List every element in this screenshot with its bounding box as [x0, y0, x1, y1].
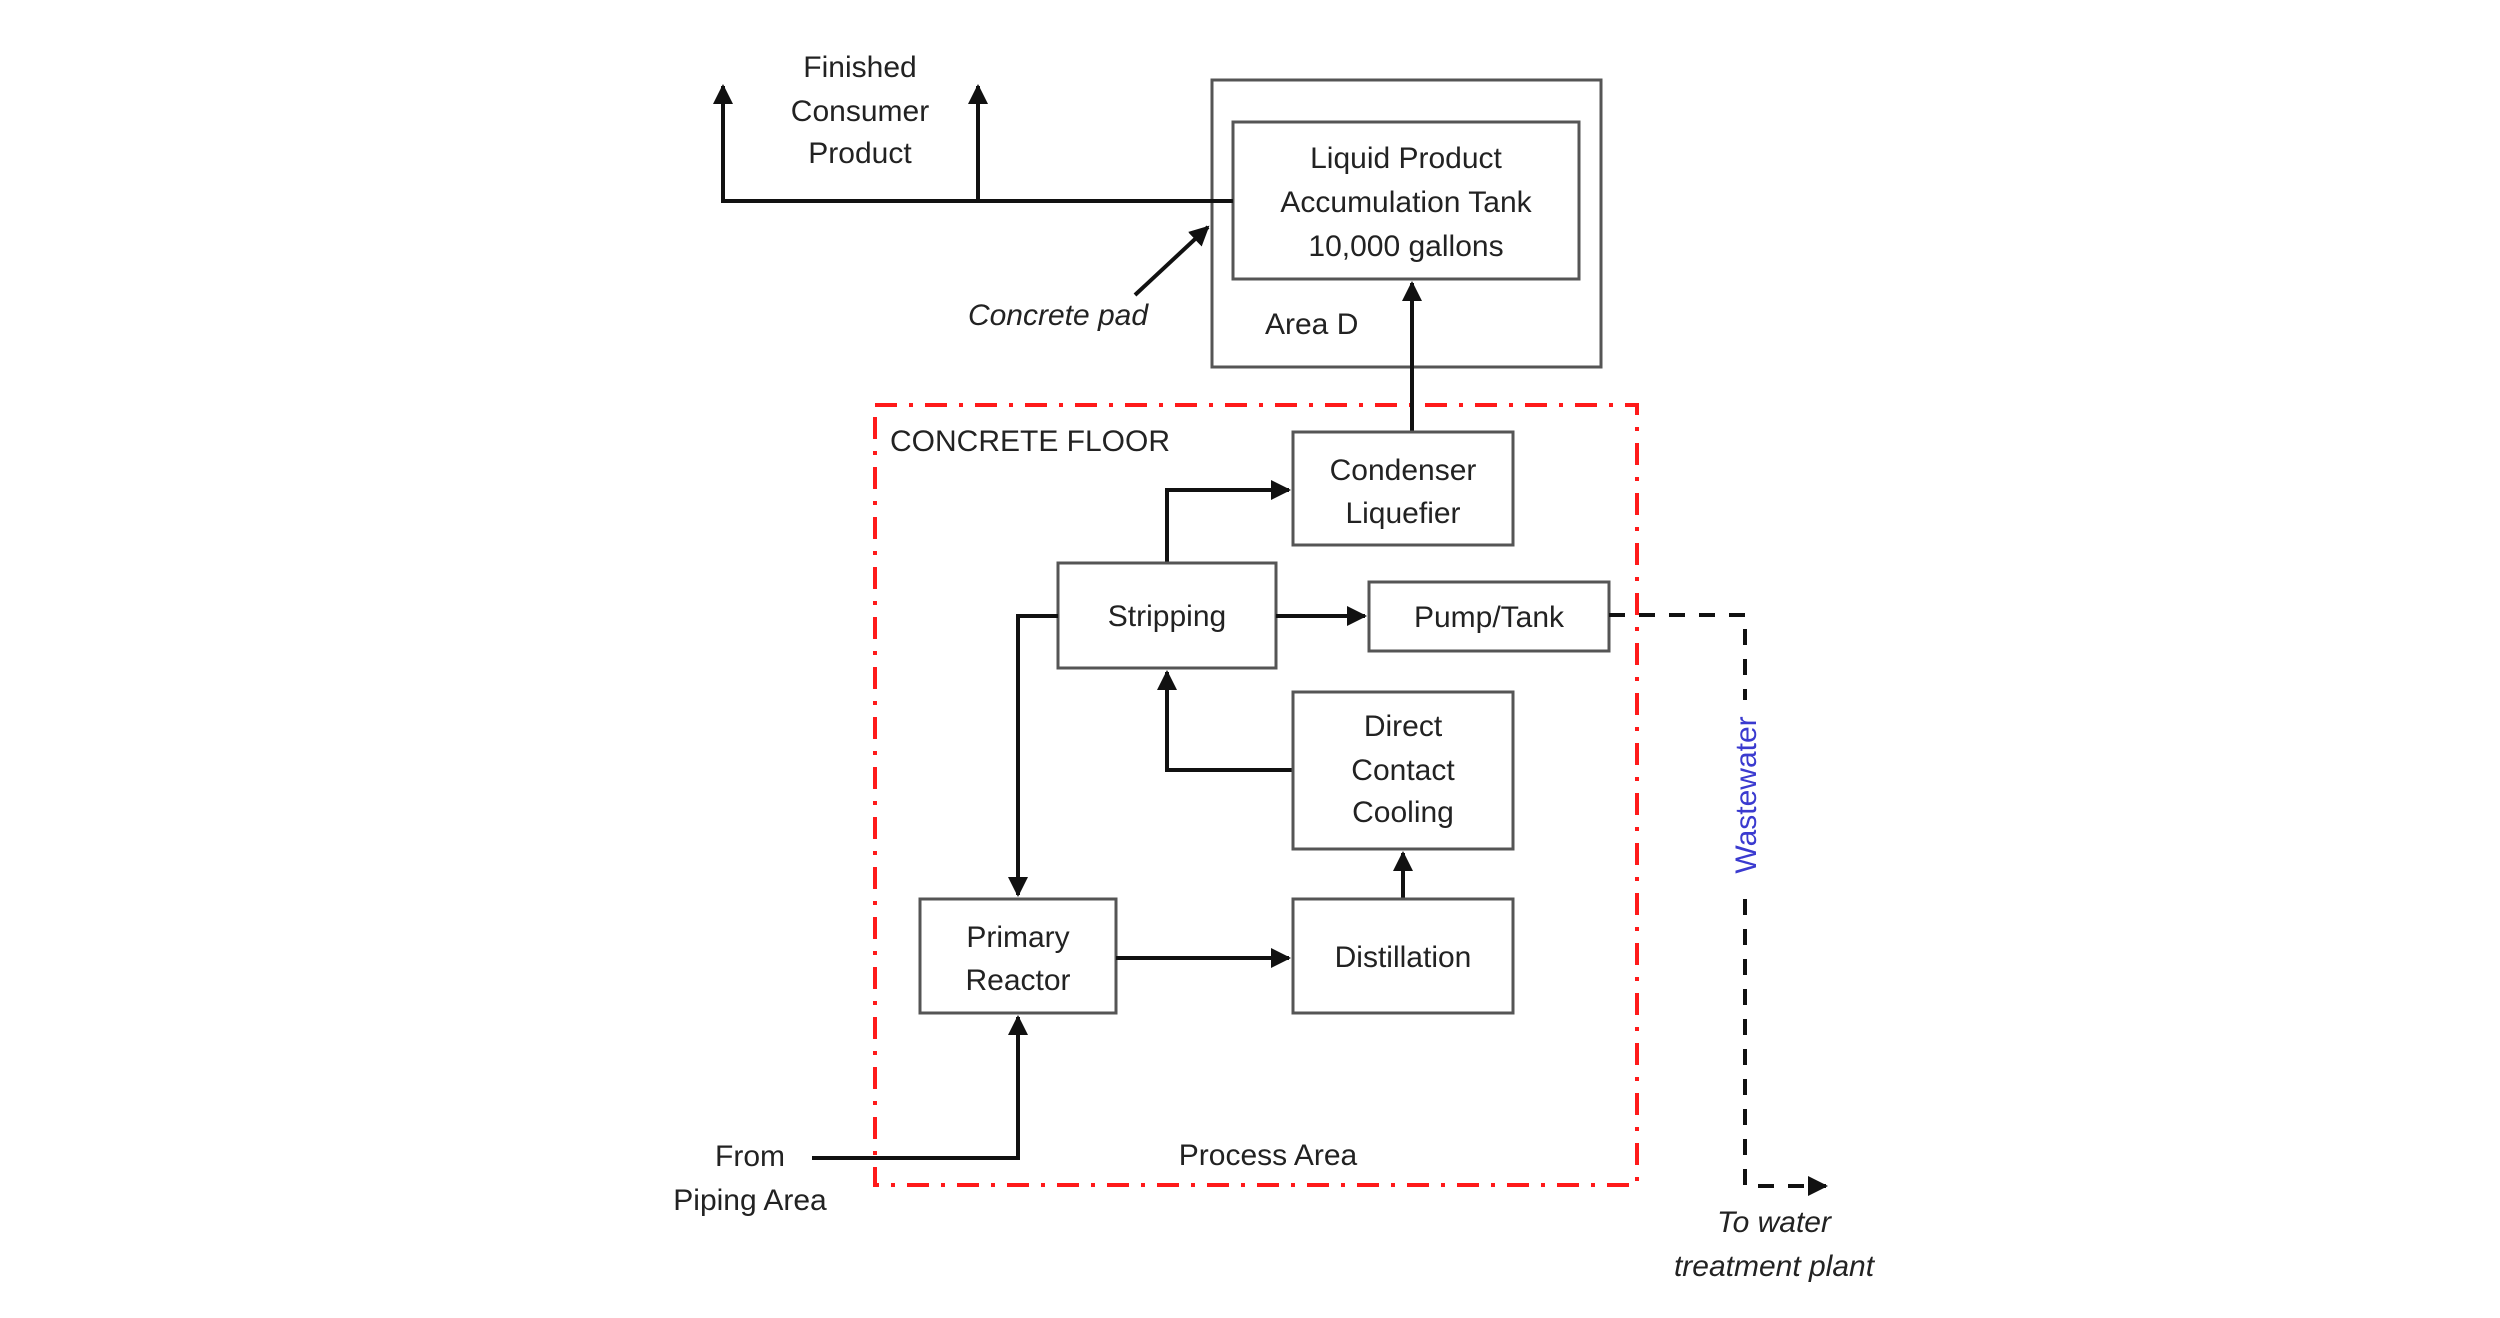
- direct-contact-cooling: Direct Contact Cooling: [1291, 690, 1515, 851]
- reactor-label-line-2: Reactor: [965, 964, 1070, 997]
- cooling-to-stripping-arrow: [1157, 670, 1293, 772]
- condenser-box: [1291, 430, 1515, 547]
- tank-label-line-2: Accumulation Tank: [1280, 186, 1532, 219]
- condenser-liquefier: Condenser Liquefier: [1291, 430, 1515, 547]
- condenser-label-line-2: Liquefier: [1345, 497, 1460, 530]
- process-area-boundary: [873, 403, 1639, 1187]
- cooling-label-line-3: Cooling: [1352, 796, 1454, 829]
- wastewater-label-background: [1725, 700, 1765, 890]
- concrete-pad-label: Concrete pad: [968, 299, 1149, 332]
- distillation-box: [1291, 897, 1515, 1015]
- stripping-to-condenser-arrow: [1165, 480, 1291, 563]
- accumulation-tank: Liquid Product Accumulation Tank 10,000 …: [1231, 120, 1581, 281]
- distillation-label: Distillation: [1335, 941, 1472, 974]
- stripping-to-reactor-arrow: [1008, 614, 1058, 897]
- water-treatment-label-1: To water: [1717, 1206, 1832, 1239]
- water-treatment-label-2: treatment plant: [1674, 1250, 1876, 1283]
- accumulation-tank-box: [1231, 120, 1581, 281]
- finished-product-label-2: Consumer: [791, 95, 929, 128]
- distillation: Distillation: [1291, 897, 1515, 1015]
- finished-product-label-3: Product: [808, 137, 912, 170]
- piping-to-reactor-arrow: [812, 1015, 1028, 1160]
- concrete-floor-label: CONCRETE FLOOR: [890, 425, 1170, 458]
- from-piping-label-1: From: [715, 1140, 785, 1173]
- finished-product-label-1: Finished: [803, 51, 916, 84]
- wastewater-label: Wastewater: [1730, 716, 1763, 873]
- tank-label-line-3: 10,000 gallons: [1308, 230, 1503, 263]
- stripping-box: [1056, 561, 1278, 670]
- finished-product-arrow-left: [713, 84, 1233, 203]
- stripping-label: Stripping: [1108, 600, 1226, 633]
- cooling-label-line-2: Contact: [1351, 754, 1455, 787]
- from-piping-label-2: Piping Area: [673, 1184, 827, 1217]
- tank-label-line-1: Liquid Product: [1310, 142, 1502, 175]
- wastewater-line: [1609, 613, 1828, 1196]
- stripping: Stripping: [1056, 561, 1278, 670]
- reactor-box: [918, 897, 1118, 1015]
- pump-tank: Pump/Tank: [1367, 580, 1611, 653]
- pump-tank-label: Pump/Tank: [1414, 601, 1565, 634]
- cooling-box: [1291, 690, 1515, 851]
- condenser-label-line-1: Condenser: [1330, 454, 1477, 487]
- primary-reactor: Primary Reactor: [918, 897, 1118, 1015]
- process-area-label: Process Area: [1179, 1139, 1358, 1172]
- area-d-label: Area D: [1265, 308, 1358, 341]
- cooling-label-line-1: Direct: [1364, 710, 1443, 743]
- reactor-label-line-1: Primary: [966, 921, 1069, 954]
- concrete-pad-pointer-arrow: [1133, 225, 1210, 297]
